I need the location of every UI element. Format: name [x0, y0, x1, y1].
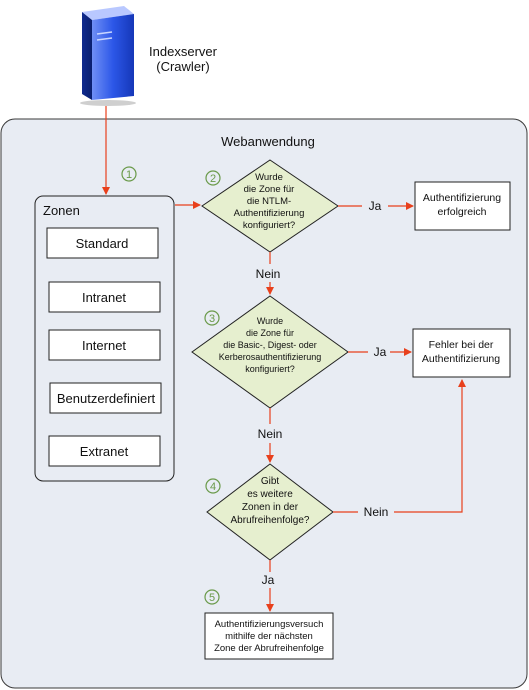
label-nein-3: Nein: [364, 505, 389, 519]
zone-extranet: [48, 435, 161, 467]
next-zone-box: [204, 612, 334, 660]
zone-standard: [46, 227, 159, 259]
zones-title: Zonen: [43, 203, 80, 218]
zone-label: Extranet: [80, 444, 129, 459]
decision-zones-line: Gibt: [261, 476, 280, 487]
server-label-line1: Indexserver: [149, 44, 218, 59]
decision-ntlm-line: konfiguriert?: [243, 220, 295, 231]
connectors: [102, 106, 466, 612]
decision-zones-line: es weitere: [247, 489, 293, 500]
zone-internet: [48, 329, 161, 361]
label-ja-2: Ja: [374, 345, 387, 359]
decision-ntlm-line: die Zone für: [244, 184, 295, 195]
svg-text:5: 5: [209, 592, 215, 604]
success-line: erfolgreich: [437, 206, 486, 218]
error-line: Fehler bei der: [429, 339, 494, 351]
next-zone-line: Zone der Abrufreihenfolge: [214, 643, 324, 654]
step-4-badge: 4: [205, 478, 221, 494]
label-nein-1: Nein: [256, 267, 281, 281]
decision-ntlm-line: Authentifizierung: [234, 208, 305, 219]
error-line: Authentifizierung: [422, 353, 500, 365]
zone-intranet: [48, 281, 161, 313]
svg-text:4: 4: [210, 481, 216, 493]
next-zone-line: Authentifizierungsversuch: [215, 619, 324, 630]
decision-basic-line: die Zone für: [246, 328, 294, 338]
decision-basic-line: konfiguriert?: [245, 364, 295, 374]
label-nein-2: Nein: [258, 427, 283, 441]
label-ja-1: Ja: [369, 199, 382, 213]
svg-text:1: 1: [126, 169, 132, 181]
step-5-badge: 5: [204, 589, 220, 605]
decision-ntlm-line: die NTLM-: [247, 196, 291, 207]
decision-basic-line: Kerberosauthentifizierung: [219, 352, 322, 362]
container-title: Webanwendung: [221, 134, 315, 149]
server-icon: [80, 6, 136, 106]
svg-text:2: 2: [210, 173, 216, 185]
decision-basic-line: Wurde: [257, 316, 283, 326]
zone-label: Intranet: [82, 290, 126, 305]
step-1-badge: 1: [121, 166, 137, 182]
label-ja-3: Ja: [262, 573, 275, 587]
server-label-line2: (Crawler): [156, 59, 209, 74]
decision-ntlm-line: Wurde: [255, 172, 283, 183]
success-box: [414, 181, 511, 231]
step-2-badge: 2: [205, 170, 221, 186]
zone-benutzerdefiniert: [49, 382, 162, 414]
error-box: [412, 328, 511, 378]
decision-zones-line: Zonen in der: [242, 502, 299, 513]
zone-label: Standard: [76, 236, 129, 251]
zone-label: Benutzerdefiniert: [57, 391, 156, 406]
zone-label: Internet: [82, 338, 126, 353]
step-3-badge: 3: [204, 310, 220, 326]
success-line: Authentifizierung: [423, 192, 501, 204]
arrow-decision3-to-error: [394, 379, 466, 513]
next-zone-line: mithilfe der nächsten: [225, 631, 313, 642]
decision-zones-line: Abrufreihenfolge?: [231, 515, 310, 526]
decision-basic-line: die Basic-, Digest- oder: [223, 340, 317, 350]
svg-text:3: 3: [209, 313, 215, 325]
